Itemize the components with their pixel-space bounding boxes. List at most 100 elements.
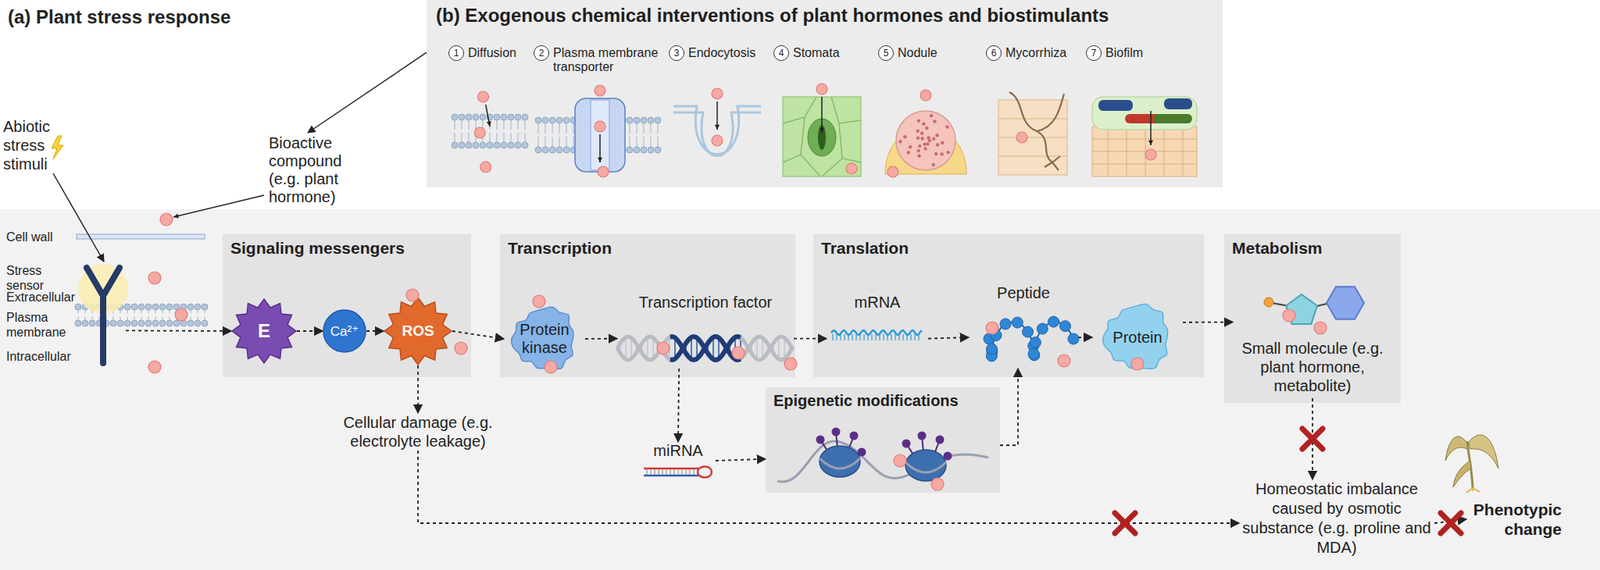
histone-mark (850, 432, 859, 441)
plant-leaf (1445, 436, 1468, 461)
bacteroid (940, 141, 944, 145)
panel: (b) Exogenous chemical interventions of … (426, 0, 1223, 188)
histone-core (905, 450, 947, 482)
lipid-tail (120, 310, 122, 315)
lipid-tail (573, 123, 575, 134)
mrna-base (855, 334, 857, 341)
connector-arrow (366, 330, 384, 333)
connector-arrow (1000, 368, 1018, 446)
mirna-strand (643, 467, 699, 471)
cross-stroke (1302, 428, 1323, 450)
lipid-tail (517, 132, 519, 143)
lipid-tail (190, 310, 192, 315)
compound-dot (175, 308, 188, 322)
amino-acid (1048, 316, 1060, 328)
lipid-tail (169, 317, 171, 322)
molecule-icon (1264, 286, 1365, 325)
lipid-head (75, 320, 82, 327)
compound-label: Bioactive compound (e.g. plant hormone) (267, 132, 369, 208)
node-text: miRNA (640, 442, 716, 461)
cell-wall-line (998, 137, 1068, 139)
cell-wall-line (1126, 126, 1128, 177)
bacteroid (908, 145, 912, 149)
stage-panel: Epigenetic modifications (765, 387, 1000, 493)
lipid-head (514, 114, 522, 121)
mrna-base (871, 334, 872, 341)
lipid-tail (629, 136, 631, 147)
lipid-head (458, 142, 465, 149)
mrna-base (875, 334, 876, 341)
node-text: Translation (821, 239, 1197, 258)
lipid-head (542, 146, 549, 154)
dna-rung (646, 337, 649, 360)
amino-acid (990, 329, 1002, 341)
arrow-line (821, 96, 823, 133)
lipid-head (131, 303, 138, 311)
outcome-label: Cellular damage (e.g. electrolyte leakag… (312, 413, 524, 451)
hypha (1009, 92, 1065, 171)
stage-panel: TranslationmRNAPeptideProtein (813, 234, 1204, 378)
mrna-base (886, 334, 888, 341)
lipid-tail (657, 123, 659, 134)
compound-dot (1016, 132, 1028, 143)
route-name: Endocytosis (688, 45, 756, 61)
route-name: Biofilm (1105, 45, 1143, 61)
mirna-strand (643, 475, 699, 478)
dna-strand (670, 336, 741, 361)
mirna-loop (697, 467, 712, 479)
amino-acid (1022, 326, 1034, 338)
histone-mark (935, 435, 945, 445)
callout-number: 1 (448, 45, 465, 61)
circle-shape (323, 310, 366, 353)
cell-outline (782, 96, 861, 177)
lipid-head (173, 320, 180, 327)
histone-mark (816, 435, 825, 445)
node-text: Peptide (968, 284, 1079, 303)
lipid-tail (650, 136, 652, 147)
amino-acid (1067, 333, 1079, 345)
block-cross (1302, 428, 1323, 450)
mrna-base (910, 334, 911, 341)
lipid-head (159, 320, 166, 327)
lipid-tail (461, 120, 463, 130)
arrow-head (714, 125, 720, 130)
stage-panel: Signaling messengersECa²⁺ROS (222, 234, 472, 378)
stoma-pore (817, 125, 826, 150)
stage-panel: TranscriptionProtein kinaseTranscription… (500, 234, 796, 378)
route-name: Mycorrhiza (1005, 45, 1067, 61)
dna-rung (668, 337, 671, 360)
lipid-tail (162, 317, 164, 322)
lipid-tail (636, 136, 638, 147)
lipid-tail (190, 317, 192, 322)
node-shape (878, 45, 974, 183)
compound-dot (160, 213, 173, 226)
lipid-head (145, 320, 152, 327)
lipid-head (556, 117, 563, 124)
compound-dot (594, 85, 606, 97)
lipid-tail (162, 310, 164, 315)
lipid-tail (510, 132, 512, 143)
bacteroid (925, 142, 929, 146)
mirna-base (674, 469, 675, 475)
bacterium (1164, 98, 1193, 110)
mirna-base (662, 469, 664, 475)
bacteroid (932, 137, 936, 141)
compound-dot (478, 91, 490, 103)
lipid-head (89, 320, 96, 327)
bacterium (1153, 114, 1193, 124)
lipid-head (110, 320, 117, 327)
membrane-label: Plasma membrane (6, 310, 74, 340)
node-text: Cellular damage (e.g. electrolyte leakag… (312, 413, 524, 451)
lipid-head (472, 114, 479, 121)
node-text: Bioactive compound (e.g. plant hormone) (268, 134, 368, 207)
cell-wall-line (1182, 126, 1184, 177)
lipid-tail (489, 132, 491, 143)
lipid-head (201, 320, 208, 327)
uptake-route: 5Nodule (878, 45, 974, 183)
mrna-base (914, 334, 915, 341)
lipid-tail (183, 317, 185, 322)
plant-leaf (1453, 460, 1472, 488)
lipid-tail (510, 120, 512, 130)
stress-sensor: Stress sensor (82, 261, 126, 364)
lipid-tail (643, 123, 645, 134)
